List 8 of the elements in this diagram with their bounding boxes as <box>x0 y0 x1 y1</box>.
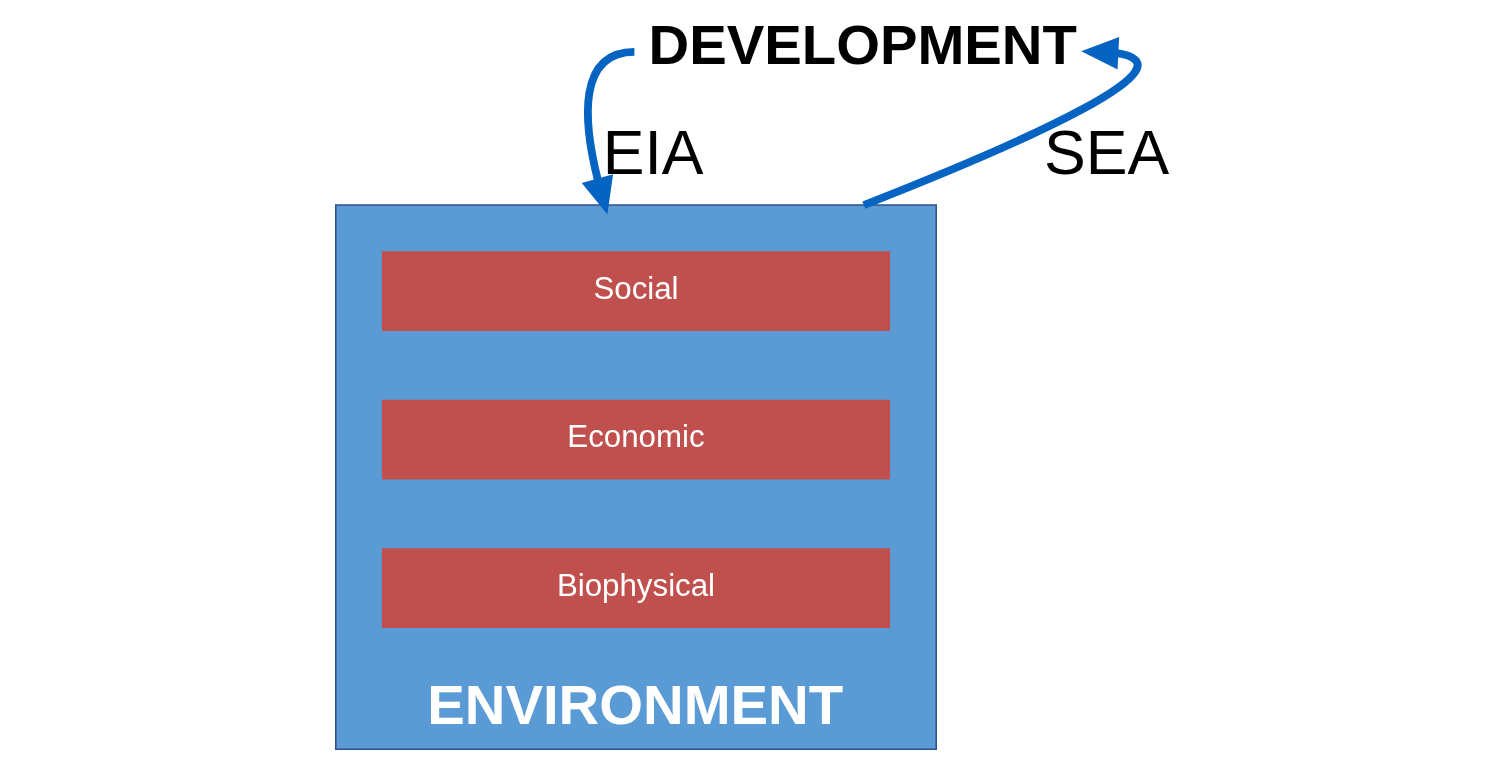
node-box: Social <box>381 251 890 331</box>
node-text: DEVELOPMENT <box>647 13 1077 77</box>
edge-label: SEA <box>1043 116 1169 187</box>
node-box: Biophysical <box>381 548 890 628</box>
arrow <box>581 47 635 215</box>
node-box: Economic <box>381 399 890 480</box>
edge-label: EIA <box>602 116 704 187</box>
arrow <box>861 36 1141 209</box>
